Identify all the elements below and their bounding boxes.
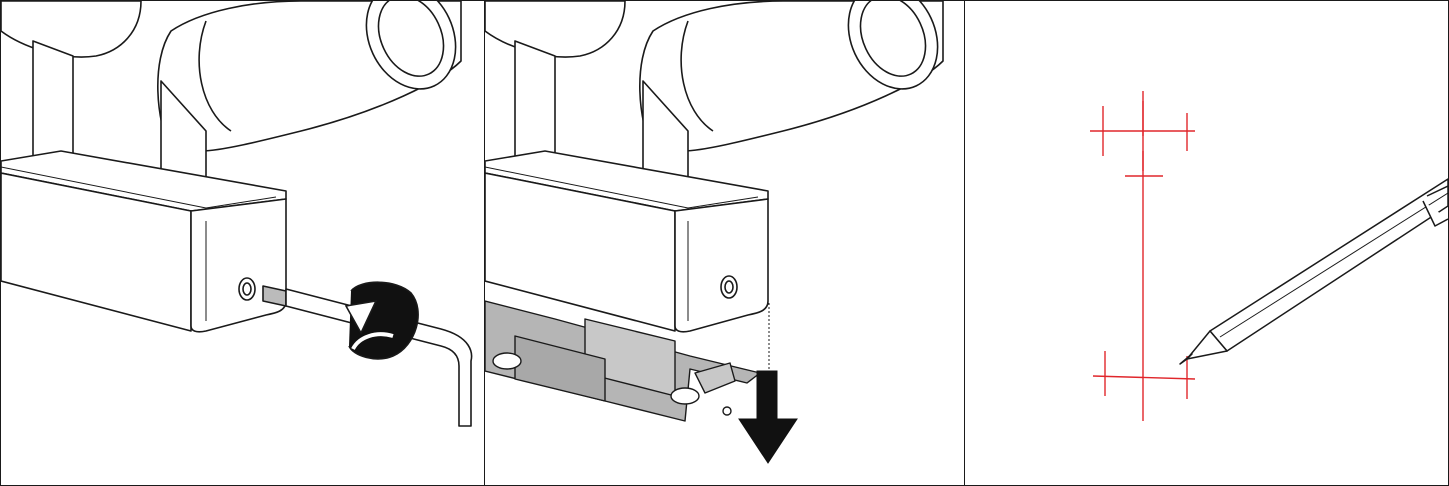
set-screw xyxy=(720,275,738,299)
step-2-illustration xyxy=(485,1,944,464)
pencil-icon xyxy=(1179,178,1448,365)
wall-markings xyxy=(1090,91,1196,421)
rear-body xyxy=(1,1,142,58)
step-3-panel xyxy=(964,0,1449,486)
mounting-bracket xyxy=(485,300,761,422)
step-1-panel xyxy=(0,0,486,486)
step-2-panel xyxy=(484,0,966,486)
rotate-arrow-icon xyxy=(344,281,419,360)
set-screw xyxy=(238,277,256,301)
base-bar-side xyxy=(190,198,287,333)
down-arrow-icon xyxy=(738,370,798,464)
rear-body xyxy=(485,1,626,58)
step-1-illustration xyxy=(1,1,473,427)
step-3-illustration xyxy=(1090,91,1448,421)
base-bar-front xyxy=(1,172,192,332)
left-stem xyxy=(514,40,556,167)
base-bar-side xyxy=(674,198,769,333)
left-stem xyxy=(32,40,74,167)
base-bar-front xyxy=(485,172,676,332)
